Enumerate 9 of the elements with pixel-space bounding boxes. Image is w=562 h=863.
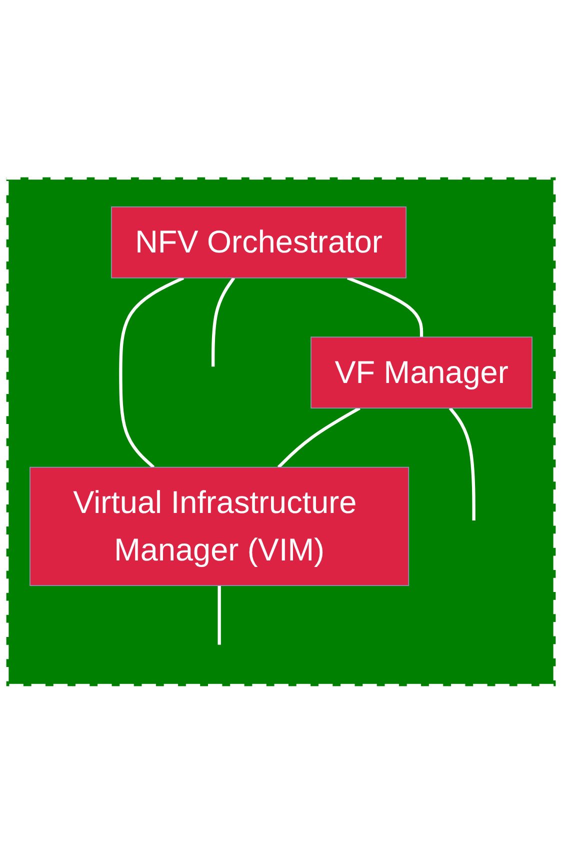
node-box: Virtual Infrastructure Manager (VIM)	[30, 466, 410, 586]
connector	[218, 585, 221, 645]
connector	[346, 276, 424, 337]
connector	[119, 276, 184, 468]
node-box: VF Manager	[310, 336, 532, 408]
connector	[277, 406, 360, 468]
node-box: NFV Orchestrator	[111, 206, 406, 278]
connector	[212, 276, 236, 366]
connector	[448, 406, 476, 520]
